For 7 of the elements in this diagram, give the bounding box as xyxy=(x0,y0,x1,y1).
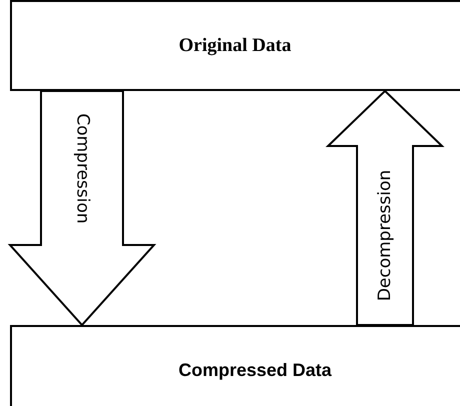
data-box xyxy=(10,0,460,91)
block-arrow xyxy=(8,90,156,326)
box-label: Compressed Data xyxy=(178,360,332,380)
edge-label: Compression xyxy=(74,112,91,224)
data-box xyxy=(10,325,460,406)
box-label: Original Data xyxy=(178,34,292,56)
edge-label: Decompression xyxy=(376,170,394,302)
